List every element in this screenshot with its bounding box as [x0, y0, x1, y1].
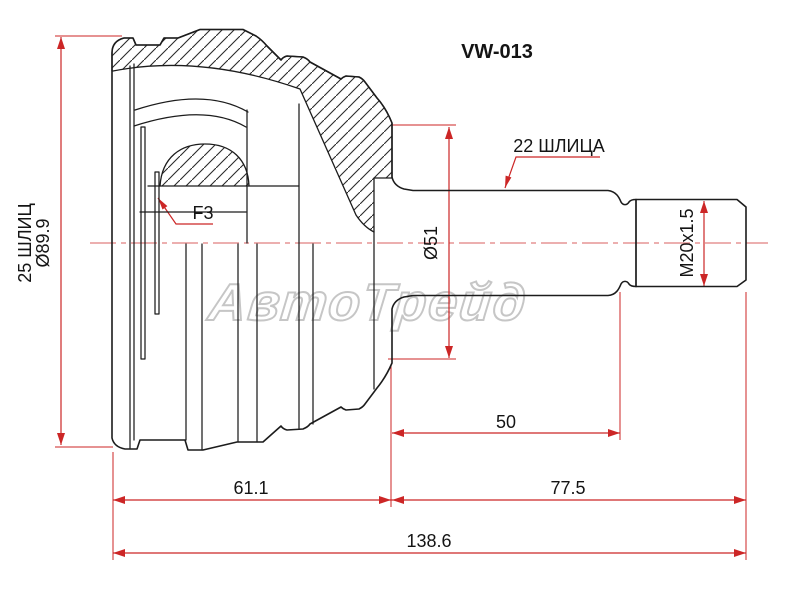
circlip-label: F3 [192, 203, 213, 223]
boss-diameter-label: Ø51 [421, 226, 441, 260]
internal-structure [129, 63, 375, 451]
ball-section-hatched [159, 143, 250, 187]
body-and-shaft-outline [111, 28, 637, 451]
thread-label: M20x1.5 [677, 208, 697, 277]
dimension-lines [60, 37, 746, 554]
shaft-splines-label: 22 ШЛИЦА [513, 136, 605, 156]
snap-ring-groove [140, 126, 146, 360]
watermark-text: АвтоТрейд [204, 274, 531, 332]
threaded-stub [635, 198, 747, 288]
spline-length-dim: 50 [496, 412, 516, 432]
shaft-splines-leader [504, 156, 600, 189]
outer-splines-label: 25 ШЛИЦ [15, 203, 35, 283]
total-length-dim: 138.6 [406, 531, 451, 551]
cage-inner-arc [133, 114, 247, 128]
cage-outer-arc [134, 98, 249, 113]
circlip-f3 [154, 171, 160, 315]
leader-lines [157, 156, 600, 225]
outer-race-section-hatched [111, 28, 393, 233]
outer-diameter-label: Ø89.9 [33, 218, 53, 267]
body-length-dim: 61.1 [233, 478, 268, 498]
dimension-arrows [57, 37, 746, 557]
part-number-title: VW-013 [461, 41, 533, 63]
shaft-length-dim: 77.5 [550, 478, 585, 498]
extension-lines [55, 35, 747, 560]
